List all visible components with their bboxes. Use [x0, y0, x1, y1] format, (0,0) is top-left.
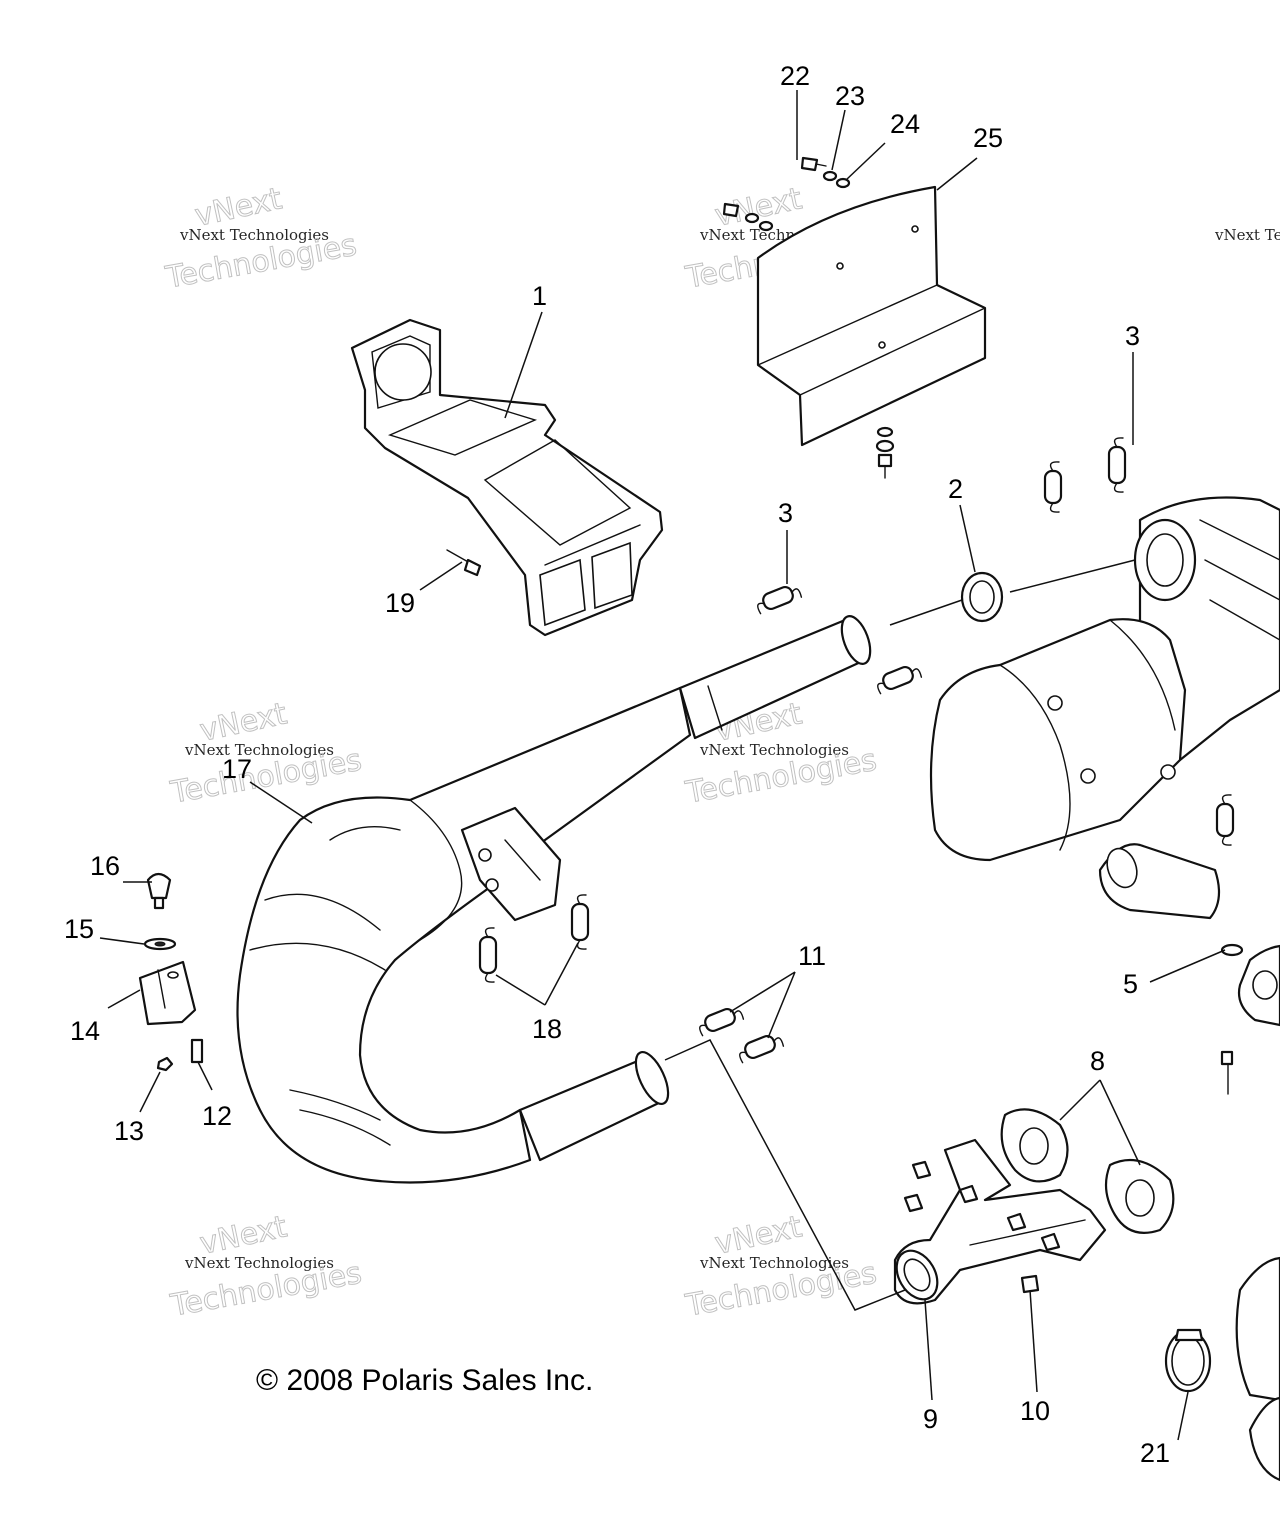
callout-8: 8: [1090, 1046, 1105, 1076]
part-heat-shield: [756, 185, 987, 447]
callout-3: 3: [778, 498, 793, 528]
callout-13: 13: [114, 1116, 144, 1146]
part-silencer: [929, 496, 1280, 920]
part-shield-hardware: [722, 156, 895, 479]
callout-22: 22: [780, 61, 810, 91]
callout-21: 21: [1140, 1438, 1170, 1468]
part-mount-assembly: [138, 872, 204, 1072]
callout-14: 14: [70, 1016, 100, 1046]
part-expansion-chamber: [236, 686, 692, 1184]
part-seal-ring: [960, 571, 1004, 623]
watermark-line: vNext Technologies: [179, 226, 329, 244]
part-manifold: [893, 1108, 1175, 1305]
watermark-line: vNext Technologies: [1214, 226, 1280, 244]
callout-10: 10: [1020, 1396, 1050, 1426]
callout-15: 15: [64, 914, 94, 944]
callout-23: 23: [835, 81, 865, 111]
callout-2: 2: [948, 474, 963, 504]
callout-numbers: 1 2 3 3 5 8 9 10 11 12 13 14 15 16 17 18…: [64, 61, 1170, 1468]
part-right-edge-parts: [1164, 943, 1280, 1482]
callout-9: 9: [923, 1404, 938, 1434]
callout-25: 25: [973, 123, 1003, 153]
callout-5: 5: [1123, 969, 1138, 999]
callout-3: 3: [1125, 321, 1140, 351]
watermark-line: vNext Technologies: [184, 1254, 334, 1272]
part-mounting-bracket: [350, 318, 664, 637]
part-springs: [478, 437, 1235, 1064]
callout-16: 16: [90, 851, 120, 881]
callout-17: 17: [222, 754, 252, 784]
callout-19: 19: [385, 588, 415, 618]
watermark-line: vNext Technologies: [699, 741, 849, 759]
part-pin: [446, 549, 482, 577]
callout-11: 11: [798, 941, 826, 971]
callout-18: 18: [532, 1014, 562, 1044]
callout-1: 1: [532, 281, 547, 311]
callout-24: 24: [890, 109, 920, 139]
copyright-notice: © 2008 Polaris Sales Inc.: [256, 1364, 594, 1397]
watermark-line: vNext Technologies: [699, 1254, 849, 1272]
callout-12: 12: [202, 1101, 232, 1131]
part-outlet-tube: [678, 615, 872, 740]
watermark-line: vNext Technologies: [184, 741, 334, 759]
leader-lines: [99, 90, 1226, 1441]
